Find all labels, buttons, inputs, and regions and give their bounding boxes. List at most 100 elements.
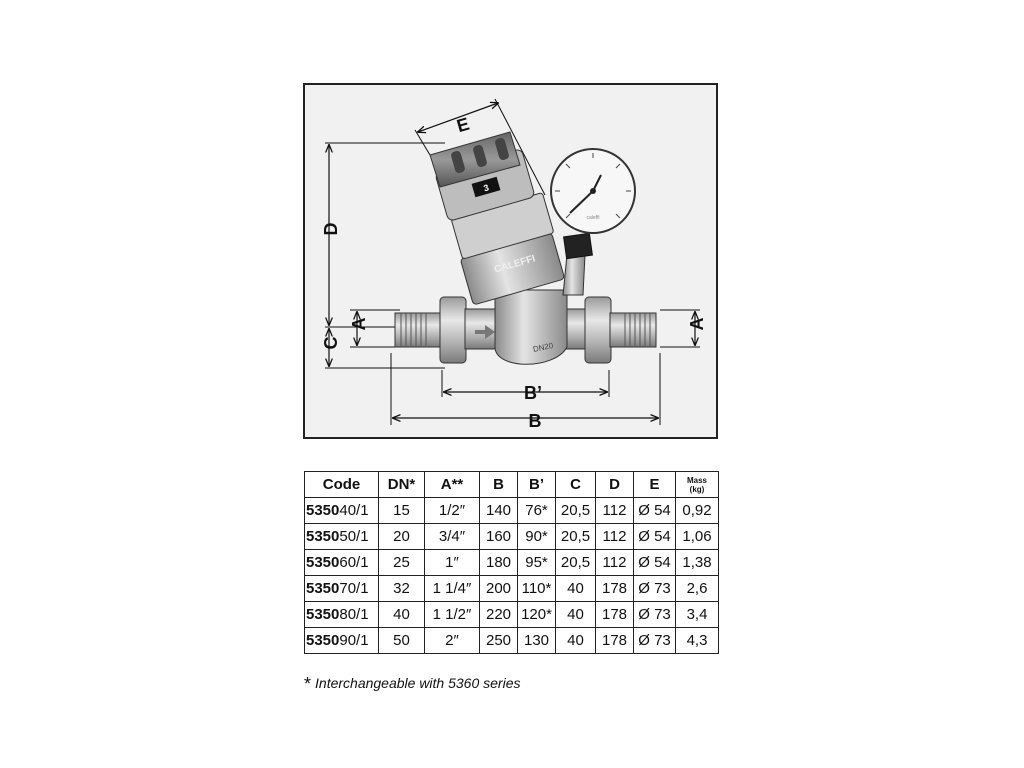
cell-code: 535050/1 xyxy=(304,523,379,550)
cell-code: 535080/1 xyxy=(304,601,379,628)
cell-dn: 40 xyxy=(378,601,425,628)
dim-label-C: C xyxy=(321,337,341,350)
cell-b-prime: 76* xyxy=(517,497,556,524)
cell-b: 180 xyxy=(479,549,518,576)
cell-d: 112 xyxy=(595,523,634,550)
cell-mass: 1,06 xyxy=(675,523,719,550)
cell-c: 20,5 xyxy=(555,497,596,524)
cell-b: 250 xyxy=(479,627,518,654)
code-prefix: 5350 xyxy=(306,580,340,597)
cell-a: 1 1/4″ xyxy=(424,575,480,602)
cell-dn: 32 xyxy=(378,575,425,602)
cell-dn: 15 xyxy=(378,497,425,524)
code-prefix: 5350 xyxy=(306,632,340,649)
header-a: A** xyxy=(424,471,480,498)
cell-a: 1″ xyxy=(424,549,480,576)
cell-c: 20,5 xyxy=(555,549,596,576)
pressure-gauge: caleffi xyxy=(550,148,636,296)
cell-e: Ø 54 xyxy=(633,549,676,576)
cell-b: 200 xyxy=(479,575,518,602)
header-b: B xyxy=(479,471,518,498)
cell-code: 535090/1 xyxy=(304,627,379,654)
cell-d: 178 xyxy=(595,627,634,654)
valve-body: 3 CALEFFI DN20 xyxy=(429,131,568,365)
dim-label-E: E xyxy=(454,114,471,137)
code-prefix: 5350 xyxy=(306,554,340,571)
cell-c: 40 xyxy=(555,627,596,654)
cell-a: 1 1/2″ xyxy=(424,601,480,628)
header-d: D xyxy=(595,471,634,498)
cell-e: Ø 54 xyxy=(633,497,676,524)
code-suffix: 90/1 xyxy=(339,632,369,649)
cell-mass: 1,38 xyxy=(675,549,719,576)
cell-d: 178 xyxy=(595,575,634,602)
cell-dn: 20 xyxy=(378,523,425,550)
header-mass-label: Mass xyxy=(686,475,707,485)
cell-mass: 4,3 xyxy=(675,627,719,654)
setting-marking: 3 xyxy=(482,182,490,193)
dimension-figure: 3 CALEFFI DN20 caleffi E D C A xyxy=(303,83,718,439)
cell-mass: 2,6 xyxy=(675,575,719,602)
cell-c: 20,5 xyxy=(555,523,596,550)
dim-label-A-left: A xyxy=(349,318,369,331)
code-suffix: 40/1 xyxy=(339,502,369,519)
code-suffix: 80/1 xyxy=(339,606,369,623)
header-mass-unit: (kg) xyxy=(689,484,705,494)
gauge-brand: caleffi xyxy=(587,215,600,221)
cell-e: Ø 73 xyxy=(633,575,676,602)
footnote-text: Interchangeable with 5360 series xyxy=(315,675,521,691)
cell-mass: 3,4 xyxy=(675,601,719,628)
cell-d: 112 xyxy=(595,497,634,524)
footnote-symbol: * xyxy=(304,674,312,694)
cell-a: 1/2″ xyxy=(424,497,480,524)
header-e: E xyxy=(633,471,676,498)
cell-d: 112 xyxy=(595,549,634,576)
valve-drawing: 3 CALEFFI DN20 caleffi E D C A xyxy=(321,98,707,431)
cell-b: 220 xyxy=(479,601,518,628)
cell-a: 3/4″ xyxy=(424,523,480,550)
code-prefix: 5350 xyxy=(306,606,340,623)
cell-d: 178 xyxy=(595,601,634,628)
header-code: Code xyxy=(304,471,379,498)
cell-code: 535060/1 xyxy=(304,549,379,576)
cell-b-prime: 95* xyxy=(517,549,556,576)
cell-e: Ø 54 xyxy=(633,523,676,550)
extension-lines xyxy=(325,98,700,425)
code-suffix: 50/1 xyxy=(339,528,369,545)
cell-code: 535070/1 xyxy=(304,575,379,602)
header-mass: Mass (kg) xyxy=(675,471,719,498)
cell-c: 40 xyxy=(555,601,596,628)
cell-a: 2″ xyxy=(424,627,480,654)
code-suffix: 70/1 xyxy=(339,580,369,597)
dim-label-B: B xyxy=(529,411,542,431)
size-marking: DN20 xyxy=(532,341,554,354)
code-suffix: 60/1 xyxy=(339,554,369,571)
header-dn: DN* xyxy=(378,471,425,498)
cell-b-prime: 110* xyxy=(517,575,556,602)
cell-e: Ø 73 xyxy=(633,627,676,654)
header-b-prime: B’ xyxy=(517,471,556,498)
cell-c: 40 xyxy=(555,575,596,602)
cell-dn: 50 xyxy=(378,627,425,654)
footnote: *Interchangeable with 5360 series xyxy=(304,674,520,695)
cell-b-prime: 120* xyxy=(517,601,556,628)
dimensions-table: Code DN* A** B B’ C D E Mass (kg) 535040… xyxy=(304,471,719,654)
cell-code: 535040/1 xyxy=(304,497,379,524)
code-prefix: 5350 xyxy=(306,502,340,519)
dim-label-A-right: A xyxy=(687,318,707,331)
cell-b: 140 xyxy=(479,497,518,524)
dimension-lines xyxy=(329,103,695,418)
dim-label-D: D xyxy=(321,223,341,236)
cell-b-prime: 130 xyxy=(517,627,556,654)
cell-dn: 25 xyxy=(378,549,425,576)
cell-mass: 0,92 xyxy=(675,497,719,524)
header-c: C xyxy=(555,471,596,498)
cell-b-prime: 90* xyxy=(517,523,556,550)
code-prefix: 5350 xyxy=(306,528,340,545)
